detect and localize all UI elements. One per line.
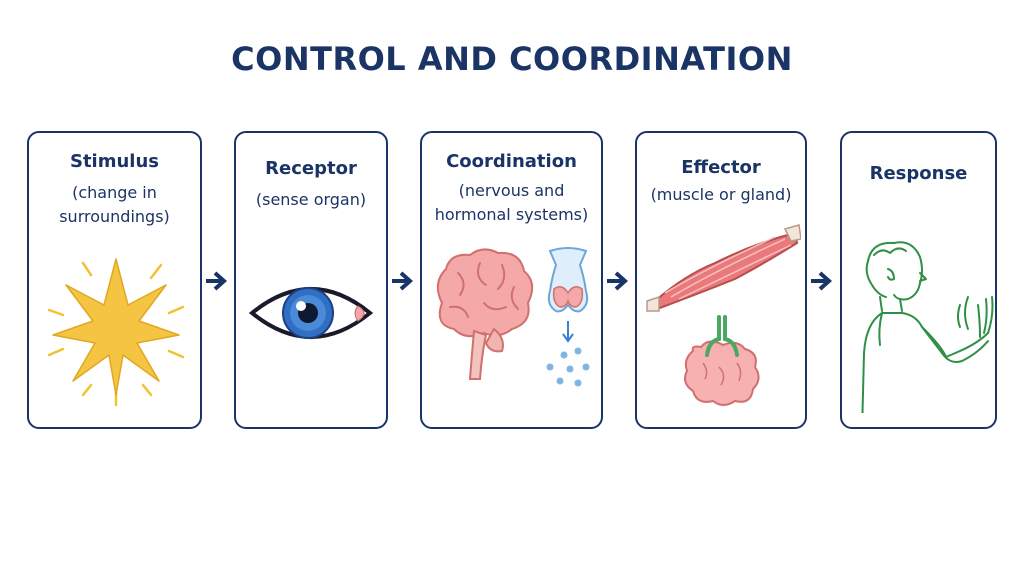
arrow-right-3: [605, 268, 631, 298]
effector-subtitle: (muscle or gland): [650, 185, 792, 204]
coordination-subtitle-line2: hormonal systems): [434, 205, 589, 224]
response-title: Response: [869, 163, 968, 184]
stimulus-title: Stimulus: [69, 151, 159, 172]
arrow-right-1: [204, 268, 230, 298]
person-pulling-hand-away-icon: [861, 241, 994, 413]
stimulus-subtitle-line2: surroundings): [59, 207, 170, 226]
brain-icon: [436, 248, 534, 380]
eye-icon: [248, 287, 374, 339]
gland-icon: [684, 315, 760, 406]
effector-title: Effector: [681, 157, 761, 178]
receptor-title: Receptor: [265, 158, 357, 179]
thyroid-gland-icon: [546, 247, 590, 387]
stimulus-subtitle-line1: (change in: [72, 183, 157, 202]
arrow-right-2: [390, 268, 416, 298]
starburst-icon: [47, 258, 185, 407]
receptor-subtitle: (sense organ): [255, 190, 367, 209]
coordination-title: Coordination: [446, 151, 577, 172]
stimulus-box: Stimulus (change in surroundings): [27, 131, 202, 429]
coordination-subtitle-line1: (nervous and: [458, 181, 565, 200]
response-box: Response: [840, 131, 997, 429]
arrow-right-4: [809, 268, 835, 298]
diagram-title: CONTROL AND COORDINATION: [231, 40, 793, 78]
receptor-box: Receptor (sense organ): [234, 131, 388, 429]
effector-box: Effector (muscle or gland): [635, 131, 807, 429]
muscle-icon: [646, 224, 801, 312]
coordination-box: Coordination (nervous and hormonal syste…: [420, 131, 603, 429]
